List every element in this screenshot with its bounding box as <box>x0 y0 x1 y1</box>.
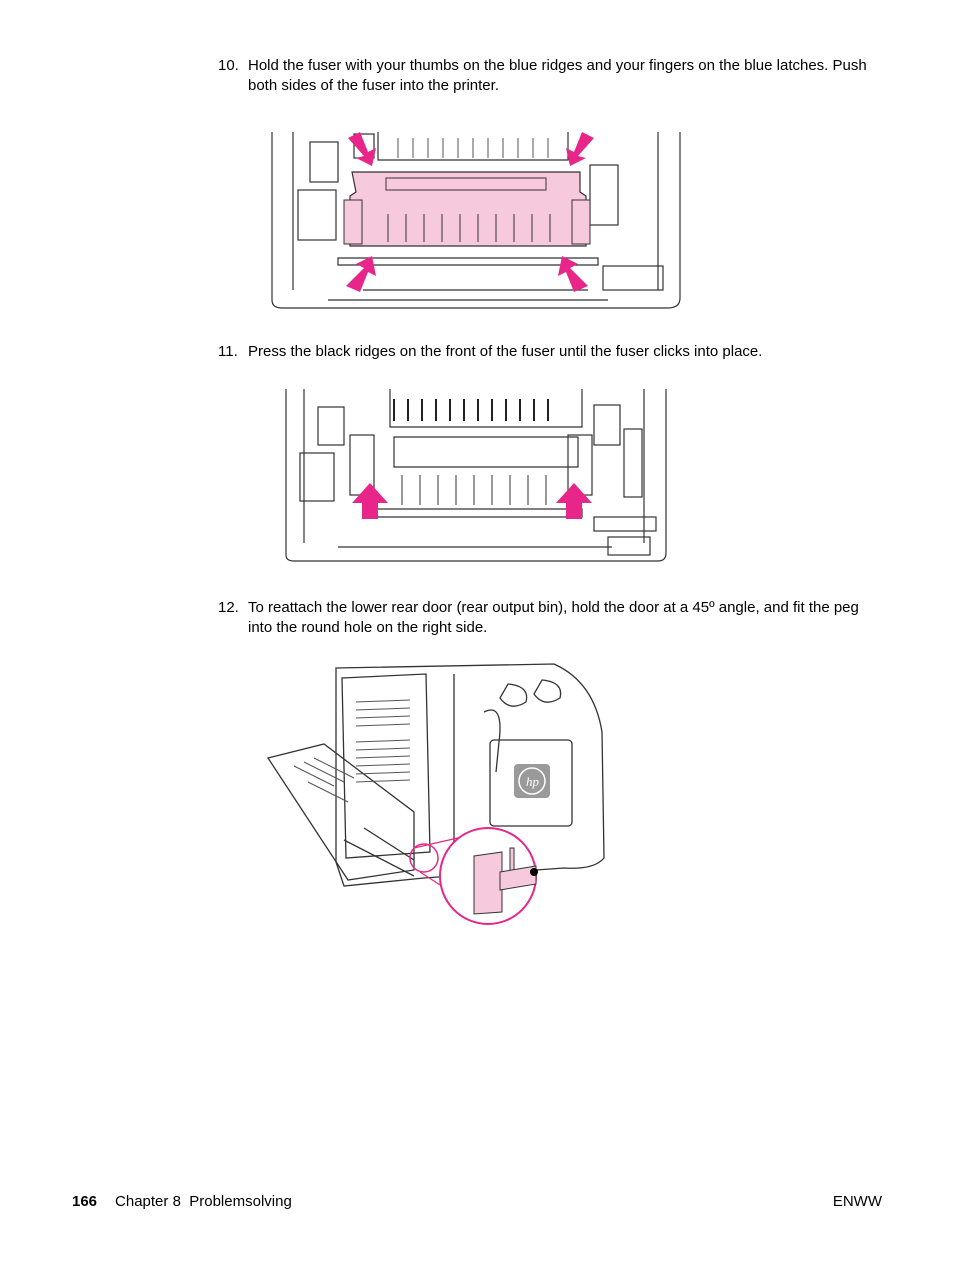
step-text: Press the black ridges on the front of t… <box>248 343 763 360</box>
rear-door-illustration: hp <box>266 663 605 925</box>
arrow-left-up <box>352 483 388 519</box>
step-text: To reattach the lower rear door (rear ou… <box>248 599 859 636</box>
fuser-press-illustration <box>285 389 667 562</box>
arrow-top-right <box>566 132 594 166</box>
section-label: Problemsolving <box>189 1193 292 1210</box>
page-footer-left: 166 Chapter 8 Problemsolving <box>72 1192 292 1212</box>
step-text: Hold the fuser with your thumbs on the b… <box>248 57 867 94</box>
svg-text:hp: hp <box>526 774 540 789</box>
fuser-insert-illustration <box>271 132 681 309</box>
step-number: 12. <box>218 599 239 616</box>
arrow-top-left <box>348 132 376 166</box>
arrow-right-up <box>556 483 592 519</box>
doc-code: ENWW <box>832 1193 882 1210</box>
step-number: 11. <box>218 343 238 360</box>
page-number: 166 <box>72 1193 98 1210</box>
arrow-bottom-left <box>346 256 376 292</box>
chapter-label: Chapter 8 <box>115 1193 181 1210</box>
step-number: 10. <box>218 57 239 74</box>
arrow-bottom-right <box>558 256 588 292</box>
